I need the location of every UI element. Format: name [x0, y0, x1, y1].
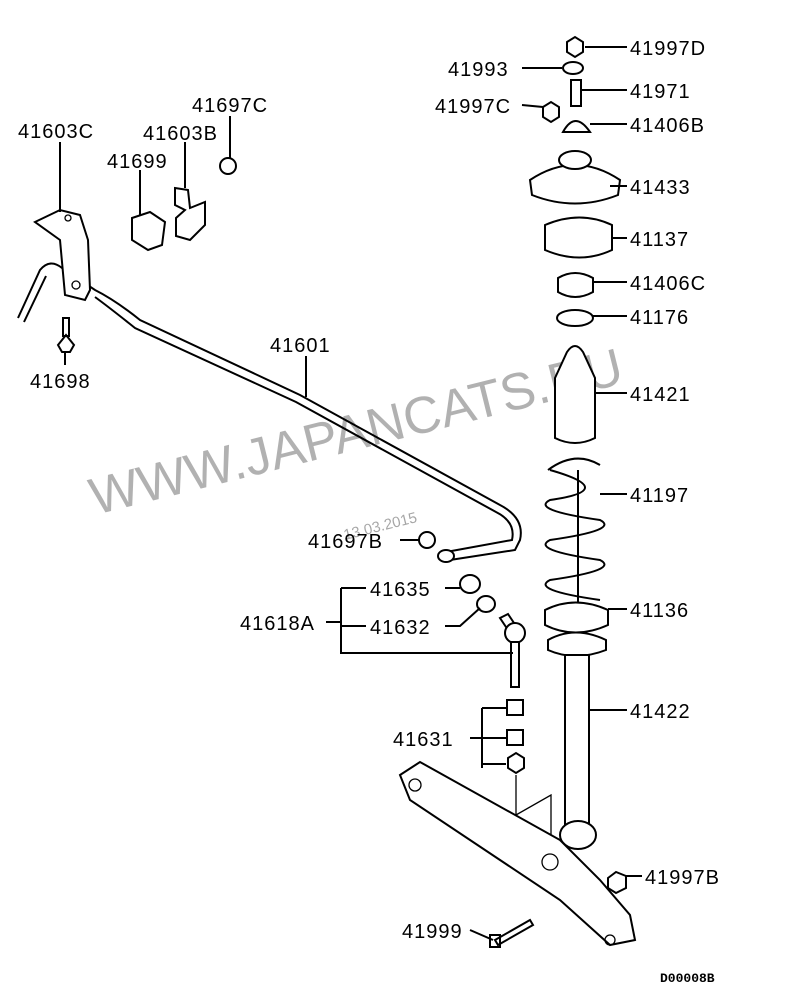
part-label-41997B[interactable]: 41997B — [645, 867, 720, 889]
part-label-41618A[interactable]: 41618A — [240, 613, 315, 635]
nut-drawing — [219, 157, 237, 175]
bushing-drawing — [131, 210, 167, 252]
part-label-41697B[interactable]: 41697B — [308, 531, 383, 553]
nut-drawing — [507, 751, 525, 775]
part-label-41697C[interactable]: 41697C — [192, 95, 268, 117]
part-label-41176[interactable]: 41176 — [630, 307, 689, 329]
strut-assembly-drawing — [528, 35, 622, 444]
bolt-drawing — [56, 317, 76, 353]
part-label-41699[interactable]: 41699 — [107, 151, 168, 173]
clamp-drawing — [174, 186, 206, 242]
bolt-drawing — [489, 918, 535, 948]
part-label-41136[interactable]: 41136 — [630, 600, 689, 622]
part-label-41971[interactable]: 41971 — [630, 81, 691, 103]
bushing-drawing — [506, 699, 524, 716]
bushing-drawing — [459, 574, 481, 594]
part-label-41601[interactable]: 41601 — [270, 335, 331, 357]
part-label-41422[interactable]: 41422 — [630, 701, 691, 723]
part-label-41197[interactable]: 41197 — [630, 485, 689, 507]
nut-drawing — [418, 531, 436, 549]
coil-spring-drawing — [544, 457, 609, 657]
part-label-41632[interactable]: 41632 — [370, 617, 431, 639]
part-label-41603C[interactable]: 41603C — [18, 121, 94, 143]
part-label-41997C[interactable]: 41997C — [435, 96, 511, 118]
part-label-41406C[interactable]: 41406C — [630, 273, 706, 295]
link-drawing — [498, 612, 526, 688]
leader-lines — [59, 46, 642, 941]
part-label-41993[interactable]: 41993 — [448, 59, 509, 81]
part-label-41406B[interactable]: 41406B — [630, 115, 705, 137]
washer-drawing — [476, 595, 496, 613]
part-label-41635[interactable]: 41635 — [370, 579, 431, 601]
lower-arm-drawing — [398, 760, 637, 947]
watermark: WWW.JAPANCATS.RU — [84, 338, 629, 527]
diagram-code: D00008B — [660, 971, 715, 986]
part-label-41997D[interactable]: 41997D — [630, 38, 706, 60]
bushing-drawing — [506, 729, 524, 746]
bolt-drawing — [607, 870, 627, 895]
part-label-41421[interactable]: 41421 — [630, 384, 691, 406]
shock-absorber-drawing — [559, 654, 597, 850]
part-label-41631[interactable]: 41631 — [393, 729, 454, 751]
part-label-41603B[interactable]: 41603B — [143, 123, 218, 145]
part-label-41698[interactable]: 41698 — [30, 371, 91, 393]
bracket-drawing — [33, 208, 92, 302]
part-label-41999[interactable]: 41999 — [402, 921, 463, 943]
part-label-41433[interactable]: 41433 — [630, 177, 691, 199]
part-label-41137[interactable]: 41137 — [630, 229, 689, 251]
stabilizer-bar-drawing — [17, 262, 522, 563]
